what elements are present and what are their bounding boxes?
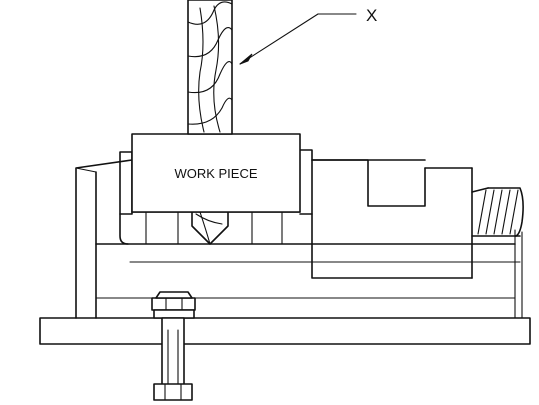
drill-bit-icon xyxy=(187,0,233,135)
hex-bolt-icon xyxy=(151,291,196,401)
callout-x: X xyxy=(239,6,377,65)
base-plate xyxy=(39,317,531,345)
left-jaw xyxy=(119,151,133,245)
drill-tip xyxy=(191,211,229,245)
workpiece: WORK PIECE xyxy=(131,133,301,213)
lead-screw-icon xyxy=(471,187,524,237)
workpiece-label: WORK PIECE xyxy=(174,166,257,181)
callout-x-label: X xyxy=(366,6,377,25)
moving-jaw xyxy=(299,149,473,279)
parallel-blocks xyxy=(131,211,301,245)
